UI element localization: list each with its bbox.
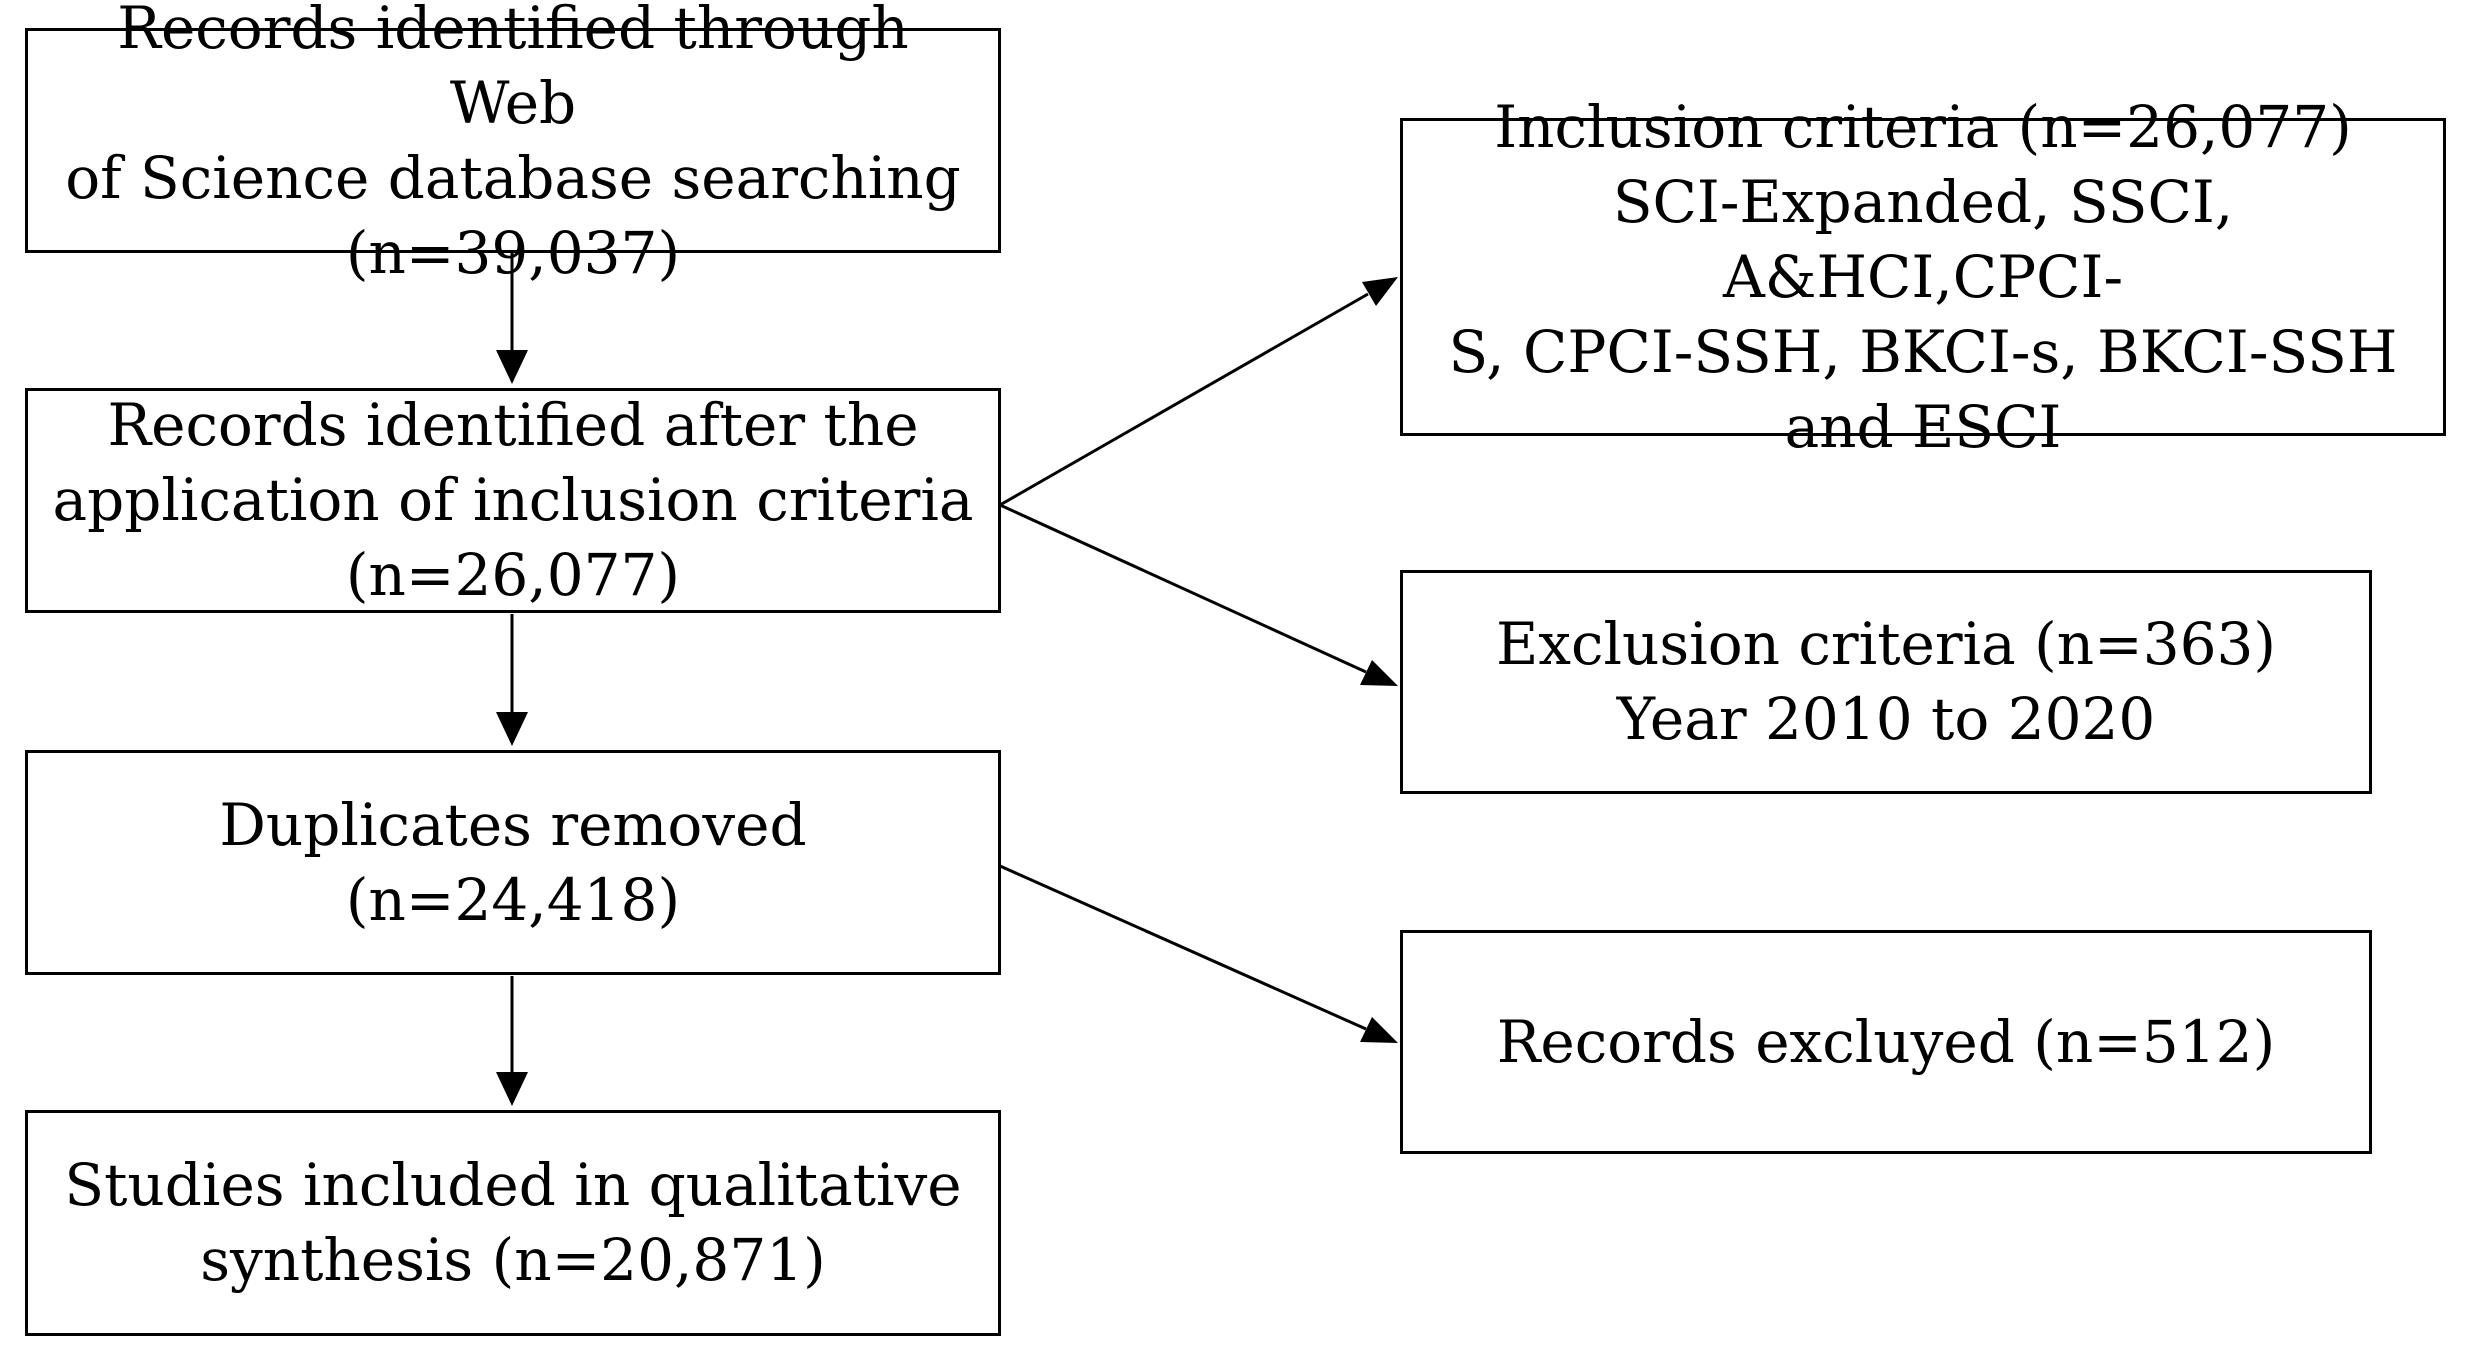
arrowhead-to-inclusion-criteria	[1362, 277, 1398, 306]
arrowhead-to-exclusion-criteria	[1360, 660, 1398, 686]
inclusion-criteria-text: Inclusion criteria (n=26,077) SCI-Expand…	[1448, 92, 2398, 461]
inclusion-criteria-box: Inclusion criteria (n=26,077) SCI-Expand…	[1400, 93, 2446, 461]
records-excluded-text: Records excluyed (n=512)	[1496, 1007, 2276, 1076]
duplicates-removed-text: Duplicates removed (n=24,418)	[219, 790, 807, 934]
arrowhead-to-records-excluded	[1360, 1017, 1398, 1043]
studies-included-box: Studies included in qualitative synthesi…	[25, 1110, 1001, 1336]
arrowhead-inclusion-to-duplicates	[496, 712, 528, 746]
arrowhead-records-to-inclusion	[496, 350, 528, 384]
records-identified-box: Records identified through Web of Scienc…	[25, 0, 1001, 287]
duplicates-removed-box: Duplicates removed (n=24,418)	[25, 750, 1001, 975]
after-inclusion-text: Records identified after the application…	[52, 391, 974, 609]
arrow-to-records-excluded	[999, 864, 1367, 1031]
studies-included-text: Studies included in qualitative synthesi…	[64, 1151, 962, 1294]
arrow-to-exclusion-criteria	[999, 503, 1367, 674]
records-excluded-box: Records excluyed (n=512)	[1400, 930, 2372, 1154]
exclusion-criteria-box: Exclusion criteria (n=363) Year 2010 to …	[1400, 570, 2372, 794]
arrowhead-duplicates-to-studies	[496, 1072, 528, 1106]
arrow-to-inclusion-criteria	[999, 292, 1369, 507]
exclusion-criteria-text: Exclusion criteria (n=363) Year 2010 to …	[1495, 610, 2277, 753]
records-identified-text: Records identified through Web of Scienc…	[65, 0, 961, 287]
after-inclusion-box: Records identified after the application…	[25, 388, 1001, 613]
